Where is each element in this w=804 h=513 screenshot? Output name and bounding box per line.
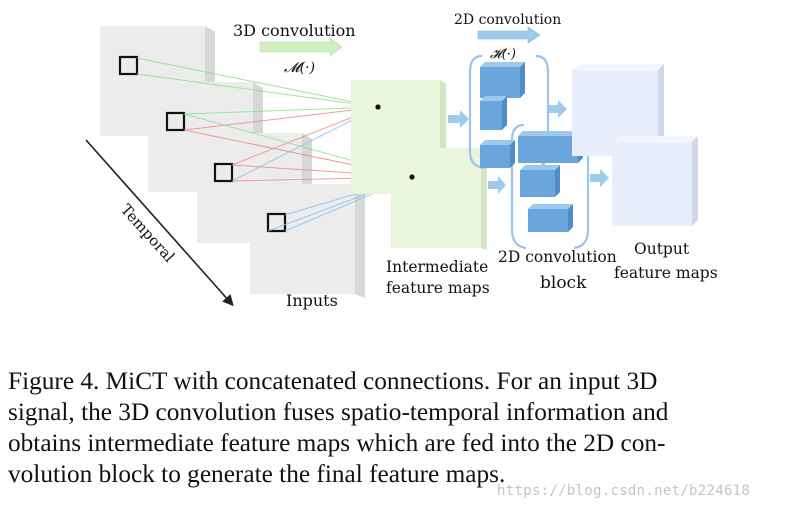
flow-arrows	[448, 100, 609, 194]
input-frames	[100, 26, 365, 298]
conv2d-operator: 𝓗(·)	[490, 47, 516, 62]
block-cube	[520, 165, 560, 197]
block-cube	[480, 96, 507, 130]
inputs-label: Inputs	[286, 291, 338, 310]
intermediate-feature-maps	[351, 80, 487, 250]
conv2d-arrow	[477, 26, 541, 44]
conv3d-operator: 𝓜(·)	[284, 60, 315, 76]
block-cube	[480, 62, 525, 98]
conv3d-label: 3D convolution	[233, 21, 356, 40]
caption-line: signal, the 3D convolution fuses spatio-…	[8, 398, 669, 426]
conv2d-block	[480, 62, 583, 232]
flow-arrow	[590, 169, 609, 187]
mict-diagram: Temporal	[85, 12, 718, 310]
output-label-line2: feature maps	[614, 264, 718, 282]
temporal-axis-arrow	[85, 139, 234, 307]
output-map	[612, 142, 692, 226]
conv3d-arrow	[259, 37, 343, 57]
output-feature-maps	[572, 64, 698, 226]
flow-arrow	[547, 100, 567, 118]
intermediate-label-line1: Intermediate	[386, 258, 488, 276]
caption-line: Figure 4. MiCT with concatenated connect…	[8, 367, 658, 395]
conv2d-label: 2D convolution	[454, 12, 561, 28]
figure-caption: Figure 4. MiCT with concatenated connect…	[8, 366, 798, 490]
block-label-line2: block	[540, 273, 587, 293]
block-label-line1: 2D convolution	[498, 248, 617, 266]
block-cube	[480, 140, 515, 168]
block-cube	[528, 204, 573, 232]
input-frame	[250, 184, 365, 298]
output-label-line1: Output	[634, 240, 690, 258]
flow-arrow	[488, 176, 506, 194]
flow-arrow	[448, 110, 469, 128]
watermark: https://blog.csdn.net/b224618	[497, 483, 751, 499]
caption-line: obtains intermediate feature maps which …	[8, 429, 666, 457]
caption-line: volution block to generate the final fea…	[8, 460, 506, 488]
intermediate-label-line2: feature maps	[386, 279, 490, 297]
intermediate-map	[391, 148, 481, 248]
